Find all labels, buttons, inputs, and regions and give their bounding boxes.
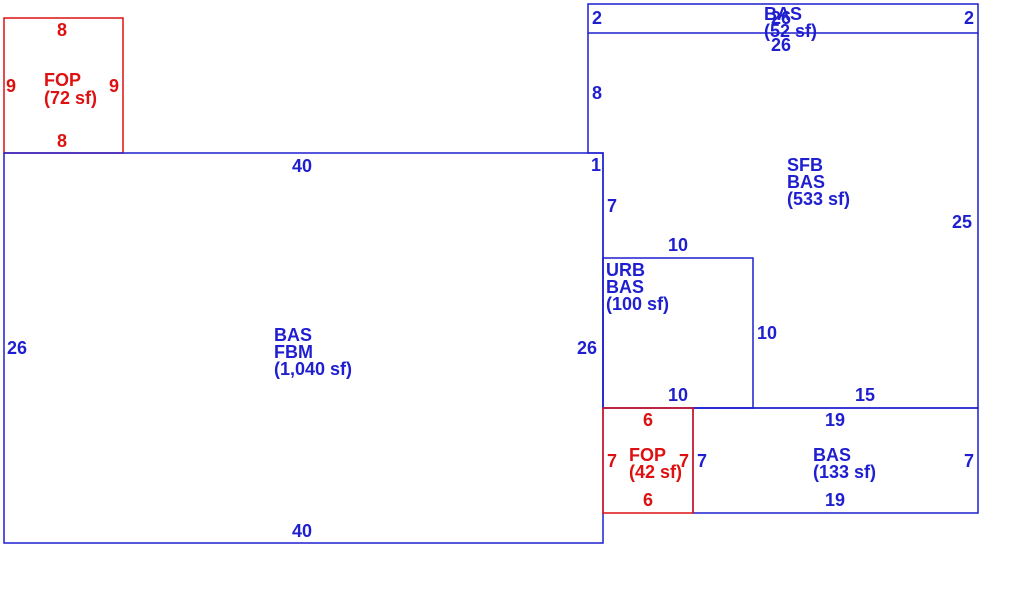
urb-dim-top: 10: [668, 235, 688, 255]
fop-72-dim-right: 9: [109, 76, 119, 96]
fop-42-dim-right: 7: [679, 451, 689, 471]
bas-fbm-dim-top: 40: [292, 156, 312, 176]
fop-42-dim-left: 7: [607, 451, 617, 471]
sfb-dim-right: 25: [952, 212, 972, 232]
fop-72-code: FOP: [44, 70, 81, 90]
sfb-code-2: BAS: [787, 172, 825, 192]
bas-133-code: BAS: [813, 445, 851, 465]
bas-52-dim-right: 2: [964, 8, 974, 28]
sfb-dim-left-upper: 8: [592, 83, 602, 103]
urb-code-2: BAS: [606, 277, 644, 297]
urb-dim-right: 10: [757, 323, 777, 343]
sfb-code-1: SFB: [787, 155, 823, 175]
bas-52-outline: [587, 3, 979, 34]
fop-72-area: (72 sf): [44, 88, 97, 108]
bas-52-dim-top: 26: [771, 8, 791, 28]
sfb-dim-left-lower: 7: [607, 196, 617, 216]
bas-133-area: (133 sf): [813, 462, 876, 482]
urb-code-1: URB: [606, 260, 645, 280]
bas-fbm-area: (1,040 sf): [274, 359, 352, 379]
bas-52-code: BAS: [764, 4, 802, 24]
fop-42-area: (42 sf): [629, 462, 682, 482]
bas-52-area: (52 sf): [764, 21, 817, 41]
urb-dim-bottom: 10: [668, 385, 688, 405]
bas-fbm-dim-left: 26: [7, 338, 27, 358]
bas-fbm-code-1: BAS: [274, 325, 312, 345]
fop-72-dim-left: 9: [6, 76, 16, 96]
sfb-dim-bottom: 15: [855, 385, 875, 405]
bas-52-dim-left: 2: [592, 8, 602, 28]
fop-72-dim-bottom: 8: [57, 131, 67, 151]
sfb-bas-outline: [587, 33, 979, 409]
sfb-dim-step: 1: [591, 155, 601, 175]
bas-133-dim-top: 19: [825, 410, 845, 430]
bas-133-dim-left: 7: [697, 451, 707, 471]
fop-42-dim-top: 6: [643, 410, 653, 430]
bas-fbm-dim-right: 26: [577, 338, 597, 358]
fop-72-dim-top: 8: [57, 20, 67, 40]
sfb-area: (533 sf): [787, 189, 850, 209]
bas-133-dim-bottom: 19: [825, 490, 845, 510]
fop-42-code: FOP: [629, 445, 666, 465]
urb-area: (100 sf): [606, 294, 669, 314]
bas-52-dim-bottom: 26: [771, 35, 791, 55]
bas-fbm-dim-bottom: 40: [292, 521, 312, 541]
fop-42-dim-bottom: 6: [643, 490, 653, 510]
fop-42-outline: [602, 407, 694, 514]
bas-fbm-code-2: FBM: [274, 342, 313, 362]
bas-133-dim-right: 7: [964, 451, 974, 471]
